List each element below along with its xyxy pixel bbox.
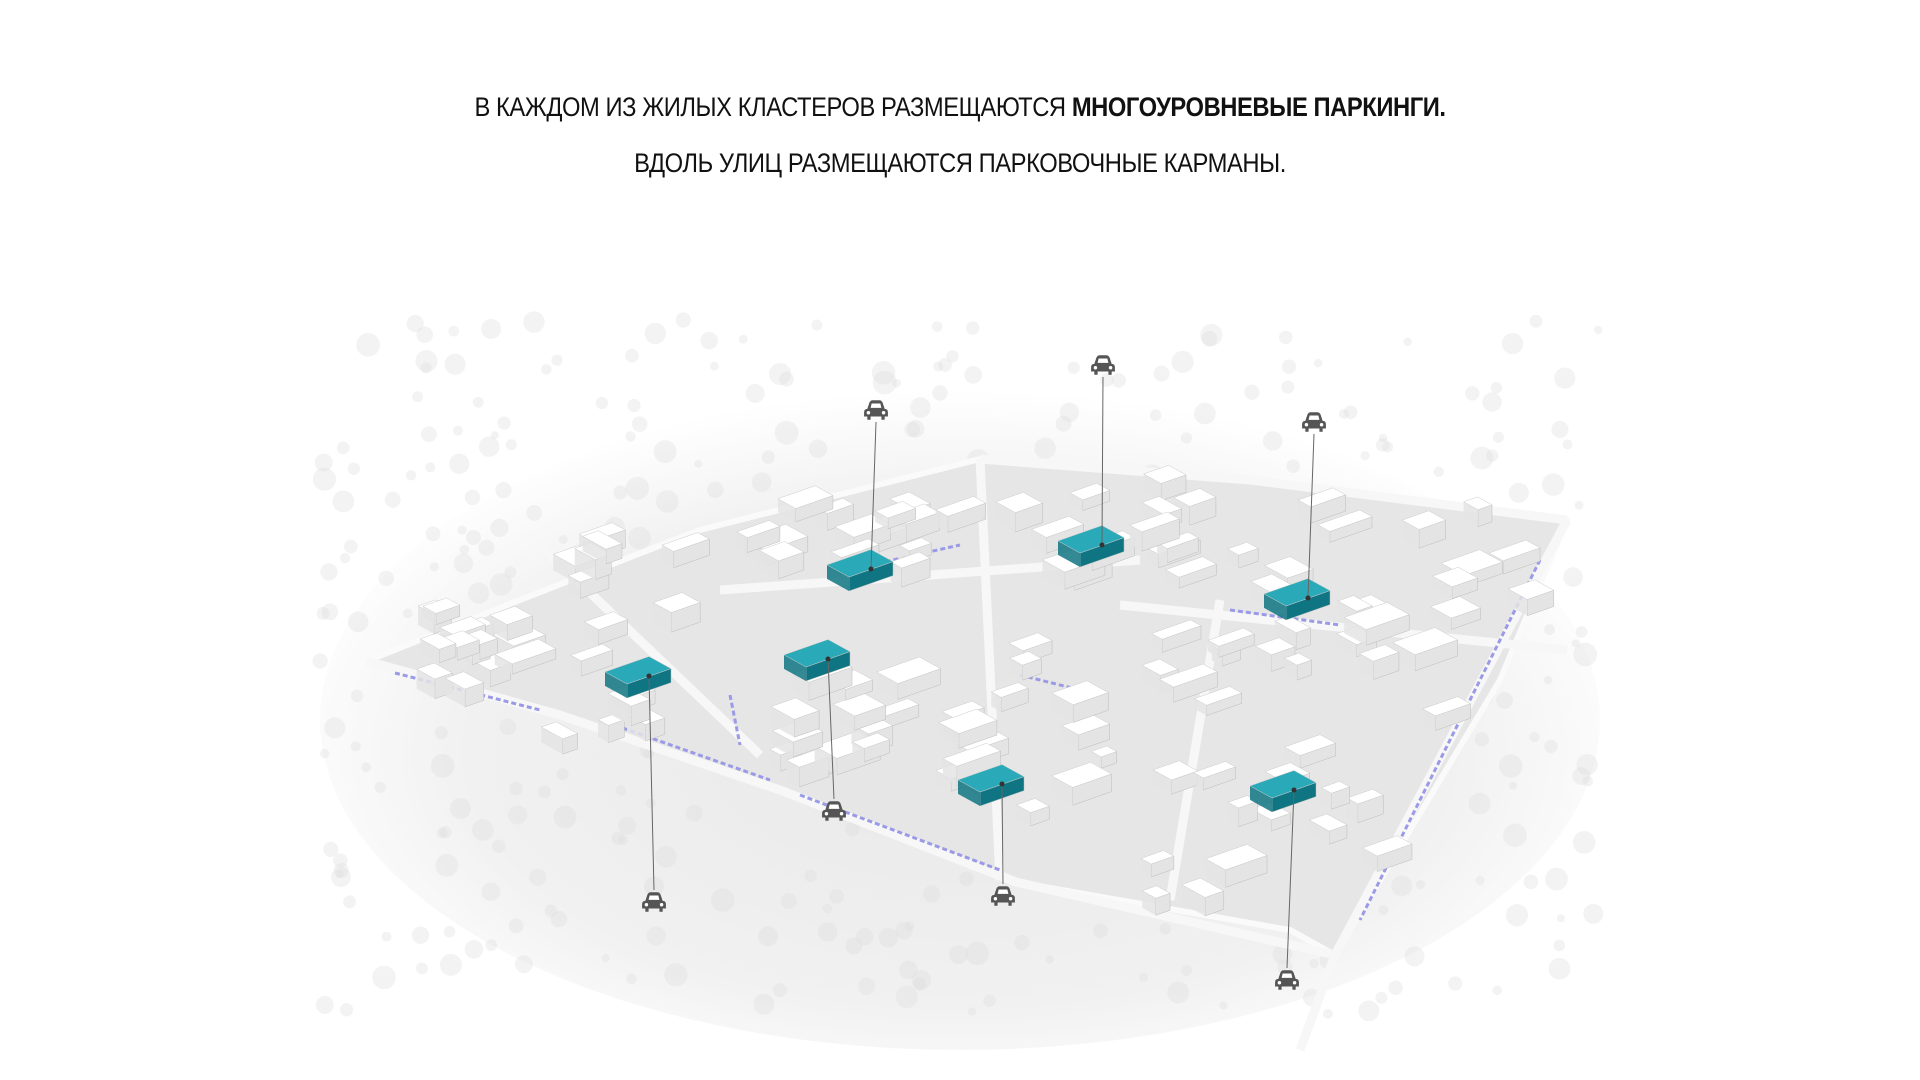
building [1308, 813, 1348, 845]
building [1051, 680, 1109, 723]
building [1226, 541, 1259, 569]
building [935, 496, 987, 533]
building [1008, 651, 1042, 681]
building [661, 532, 710, 569]
building [1343, 602, 1410, 646]
building [1204, 844, 1268, 888]
building [581, 530, 623, 565]
parking-markers [642, 355, 1326, 990]
car-icon [1302, 412, 1326, 432]
building [1164, 556, 1217, 589]
leader-line [827, 658, 835, 800]
leader-dot [1291, 787, 1297, 793]
multilevel-parkings [604, 525, 1331, 813]
leader-dot [646, 673, 652, 679]
building [1140, 850, 1175, 878]
building [1141, 885, 1171, 916]
building [1283, 652, 1313, 681]
building [1143, 464, 1187, 502]
leader-line [870, 421, 877, 570]
building [494, 638, 557, 675]
building [1283, 734, 1337, 769]
heading-bold: МНОГОУРОВНЕВЫЕ ПАРКИНГИ. [1071, 92, 1446, 122]
building [874, 501, 917, 530]
building [1207, 627, 1255, 658]
building [995, 492, 1044, 533]
building [937, 708, 998, 749]
building [583, 611, 629, 645]
leader-dot [825, 656, 831, 662]
leader-dot [1305, 595, 1311, 601]
leader-line [648, 675, 655, 891]
building [444, 671, 485, 708]
building [1391, 627, 1459, 672]
building [736, 520, 781, 553]
building [1192, 761, 1237, 791]
car-icon [1091, 355, 1115, 375]
building [1129, 511, 1180, 552]
building [832, 693, 887, 731]
building [1316, 509, 1373, 543]
leader-line [1307, 433, 1315, 599]
building [1150, 619, 1202, 653]
building [1401, 510, 1447, 549]
building [1429, 596, 1482, 630]
parking-building [1263, 578, 1331, 621]
leader-line [1101, 376, 1104, 546]
building [1507, 579, 1555, 617]
building [1346, 788, 1384, 824]
building [1193, 686, 1243, 716]
building [1050, 762, 1113, 806]
building [1156, 531, 1199, 563]
building [777, 485, 834, 523]
building [1015, 798, 1050, 827]
building [1462, 496, 1493, 528]
building [540, 721, 579, 755]
building [990, 682, 1029, 713]
building [1358, 644, 1400, 680]
building [422, 597, 461, 626]
building [1069, 482, 1111, 511]
building [419, 632, 457, 664]
leader-dot [1099, 542, 1105, 548]
building [889, 551, 931, 588]
building [1181, 877, 1225, 917]
building [1361, 835, 1413, 872]
heading-line-2: ВДОЛЬ УЛИЦ РАЗМЕЩАЮТСЯ ПАРКОВОЧНЫЕ КАРМА… [634, 148, 1286, 178]
building [1061, 714, 1111, 751]
building [1090, 745, 1118, 769]
parking-building [826, 549, 894, 592]
building [1297, 487, 1347, 524]
leader-line [1001, 783, 1004, 885]
building [489, 605, 534, 642]
building [1152, 760, 1199, 795]
leader-dot [999, 781, 1005, 787]
heading-regular: В КАЖДОМ ИЗ ЖИЛЫХ КЛАСТЕРОВ РАЗМЕЩАЮТСЯ [474, 92, 1072, 122]
building [1431, 566, 1479, 600]
building [876, 656, 942, 700]
building [1274, 615, 1312, 651]
leader-dot [868, 566, 874, 572]
leader-line [1286, 789, 1295, 969]
building [570, 643, 614, 677]
building [652, 592, 701, 633]
parking-building [1057, 525, 1125, 568]
building [770, 697, 820, 738]
building [851, 732, 891, 763]
building [758, 541, 805, 580]
building [1422, 696, 1472, 731]
heading-line-1: В КАЖДОМ ИЗ ЖИЛЫХ КЛАСТЕРОВ РАЗМЕЩАЮТСЯ … [115, 92, 1805, 123]
building [1158, 663, 1218, 703]
building [1320, 781, 1351, 810]
